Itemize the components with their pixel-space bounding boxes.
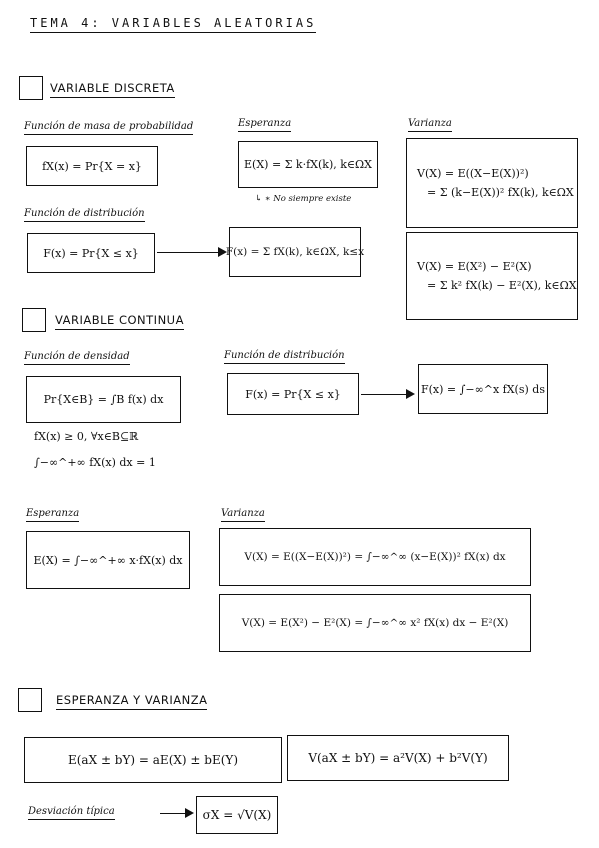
label-densidad: Función de densidad xyxy=(24,351,130,365)
box-densidad: Pr{X∈B} = ∫B f(x) dx xyxy=(26,376,181,423)
note-no-siempre-existe: ↳ ∗ No siempre existe xyxy=(255,194,352,204)
box-esperanza-lineal: E(aX ± bY) = aE(X) ± bE(Y) xyxy=(24,737,282,783)
label-esperanza-discreta: Esperanza xyxy=(238,118,292,132)
section-title-continua: VARIABLE CONTINUA xyxy=(55,313,184,330)
label-distribucion-discreta: Función de distribución xyxy=(24,208,145,222)
box-distribucion-continua-resultado: F(x) = ∫−∞^x fX(s) ds xyxy=(418,364,548,414)
box-distribucion-discreta: F(x) = Pr{X ≤ x} xyxy=(27,233,155,273)
box-desviacion: σX = √V(X) xyxy=(196,796,278,834)
densidad-condicion-2: ∫−∞^+∞ fX(x) dx = 1 xyxy=(34,456,156,469)
section-title-discreta: VARIABLE DISCRETA xyxy=(50,81,175,98)
box-varianza-continua-1: V(X) = E((X−E(X))²) = ∫−∞^∞ (x−E(X))² fX… xyxy=(219,528,531,586)
varianza-discreta-line2: = Σ (k−E(X))² fX(k), k∈ΩX xyxy=(427,186,574,199)
section-title-esp-var: ESPERANZA Y VARIANZA xyxy=(56,693,208,710)
section-checkbox-continua xyxy=(22,308,46,332)
densidad-condicion-1: fX(x) ≥ 0, ∀x∈B⊆ℝ xyxy=(34,430,139,443)
box-varianza-continua-2: V(X) = E(X²) − E²(X) = ∫−∞^∞ x² fX(x) dx… xyxy=(219,594,531,652)
section-checkbox-discreta xyxy=(19,76,43,100)
label-varianza-discreta: Varianza xyxy=(408,118,452,132)
arrow-head-desviacion xyxy=(185,808,194,818)
box-varianza-discreta-2: V(X) = E(X²) − E²(X) = Σ k² fX(k) − E²(X… xyxy=(406,232,578,320)
varianza2-discreta-line2: = Σ k² fX(k) − E²(X), k∈ΩX xyxy=(427,279,577,292)
box-esperanza-continua: E(X) = ∫−∞^+∞ x·fX(x) dx xyxy=(26,531,190,589)
label-distribucion-continua: Función de distribución xyxy=(224,350,345,364)
varianza2-discreta-line1: V(X) = E(X²) − E²(X) xyxy=(417,260,532,273)
box-varianza-discreta-1: V(X) = E((X−E(X))²) = Σ (k−E(X))² fX(k),… xyxy=(406,138,578,228)
page-title: TEMA 4: VARIABLES ALEATORIAS xyxy=(30,16,317,33)
arrow-line-desviacion xyxy=(160,813,186,814)
arrow-line-continua xyxy=(361,394,407,395)
arrow-head-continua xyxy=(406,389,415,399)
label-esperanza-continua: Esperanza xyxy=(26,508,80,522)
label-varianza-continua: Varianza xyxy=(221,508,265,522)
varianza-discreta-line1: V(X) = E((X−E(X))²) xyxy=(417,167,529,180)
label-desviacion: Desviación típica xyxy=(28,806,115,820)
label-masa: Función de masa de probabilidad xyxy=(24,121,194,135)
box-distribucion-continua: F(x) = Pr{X ≤ x} xyxy=(227,373,359,415)
box-masa: fX(x) = Pr{X = x} xyxy=(26,146,158,186)
box-varianza-lineal: V(aX ± bY) = a²V(X) + b²V(Y) xyxy=(287,735,509,781)
arrow-head-discreta xyxy=(218,247,227,257)
arrow-line-discreta xyxy=(157,252,219,253)
section-checkbox-esp-var xyxy=(18,688,42,712)
box-distribucion-discreta-resultado: F(x) = Σ fX(k), k∈ΩX, k≤x xyxy=(226,227,364,277)
box-esperanza-discreta: E(X) = Σ k·fX(k), k∈ΩX xyxy=(238,141,378,188)
